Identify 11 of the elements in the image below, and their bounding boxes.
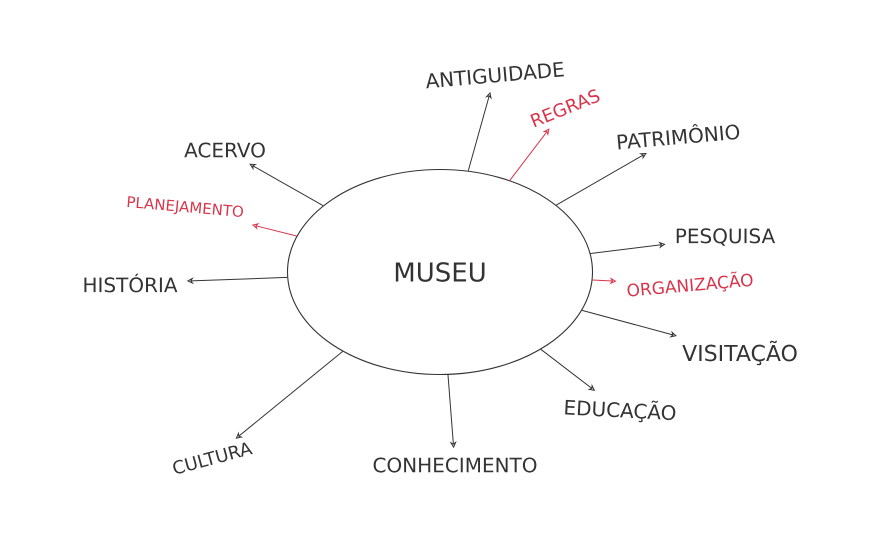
- topic-label: ORGANIZAÇÃO: [628, 271, 752, 296]
- topic-label: PESQUISA: [676, 228, 776, 246]
- topic-label: PLANEJAMENTO: [127, 196, 243, 217]
- topic-label: ACERVO: [184, 142, 265, 158]
- topic-label: PATRIMÔNIO: [617, 124, 740, 150]
- topic-label: CONHECIMENTO: [374, 457, 536, 473]
- topic-label: ANTIGUIDADE: [426, 62, 564, 88]
- topic-label: HISTÓRIA: [84, 274, 178, 292]
- arrow: [236, 350, 344, 439]
- topic-label: VISITAÇÃO: [682, 340, 797, 366]
- topic-label: EDUCAÇÃO: [565, 400, 676, 422]
